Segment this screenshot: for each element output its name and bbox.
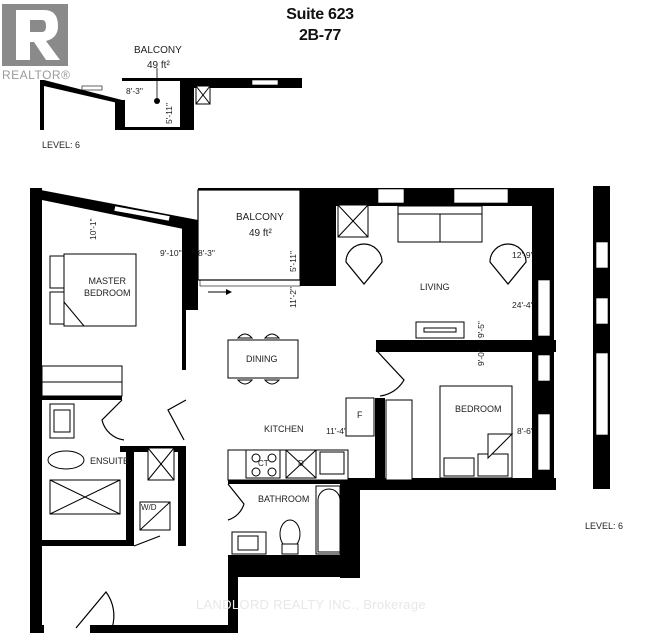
suite-title: Suite 623	[286, 6, 354, 23]
key-plan-dim-width: 8'-3"	[126, 86, 143, 96]
room-kitchen-label: KITCHEN	[264, 424, 304, 434]
dim-master-width: 9'-10"	[160, 248, 182, 258]
dim-balcony-width: 8'-3"	[198, 248, 215, 258]
dim-balcony-depth: 5'-11"	[288, 250, 298, 272]
room-bedroom-label: BEDROOM	[455, 404, 502, 414]
realtor-logo: REALTOR®	[2, 4, 70, 82]
dim-living-length: 24'-4"	[512, 300, 534, 310]
fixture-fridge: F	[357, 410, 363, 420]
realtor-r-icon	[2, 4, 68, 66]
key-plan-balcony-area: 49 ft²	[147, 60, 170, 71]
room-bathroom-label: BATHROOM	[258, 494, 310, 504]
dim-living-width: 12'-9"	[512, 250, 534, 260]
fixture-dishwasher: D	[298, 459, 304, 468]
room-balcony-area: 49 ft²	[249, 228, 272, 239]
floor-plan-level: LEVEL: 6	[585, 521, 624, 531]
balcony-outline	[197, 189, 301, 281]
bedroom-bed	[439, 385, 514, 479]
fixture-washer-dryer: W/D	[141, 503, 157, 512]
dim-master-length: 10'-1"	[88, 218, 98, 240]
windows	[113, 188, 609, 471]
doors	[75, 349, 405, 629]
brokerage-watermark: LANDLORD REALTY INC., Brokerage	[196, 597, 426, 612]
dining-table	[227, 333, 299, 385]
bathroom-fixtures	[231, 485, 341, 555]
dim-bedroom-length: 9'-0"	[476, 349, 486, 366]
kitchen-counter	[227, 397, 413, 481]
room-living-label: LIVING	[420, 282, 450, 292]
room-ensuite-label: ENSUITE	[90, 456, 130, 466]
dim-living-depth-2: 9'-5"	[476, 321, 486, 338]
realtor-text: REALTOR®	[2, 68, 71, 82]
dim-living-depth: 11'-2"	[288, 286, 298, 308]
key-plan-level: LEVEL: 6	[42, 140, 81, 150]
room-master-bedroom-label: MASTER BEDROOM	[84, 276, 131, 298]
key-plan-balcony-label: BALCONY	[134, 45, 182, 56]
key-plan	[40, 68, 302, 130]
room-dining-label: DINING	[246, 354, 278, 364]
ensuite-fixtures	[47, 403, 175, 531]
fixture-cooktop: CT	[258, 459, 269, 468]
master-bed	[41, 253, 137, 397]
dim-bedroom-width: 8'-6"	[517, 426, 534, 436]
key-plan-dim-depth: 5'-11"	[164, 102, 174, 124]
dim-kitchen-width: 11'-4"	[326, 426, 348, 436]
room-balcony-label: BALCONY	[236, 212, 284, 223]
unit-type: 2B-77	[298, 27, 342, 44]
sofa	[397, 205, 483, 243]
